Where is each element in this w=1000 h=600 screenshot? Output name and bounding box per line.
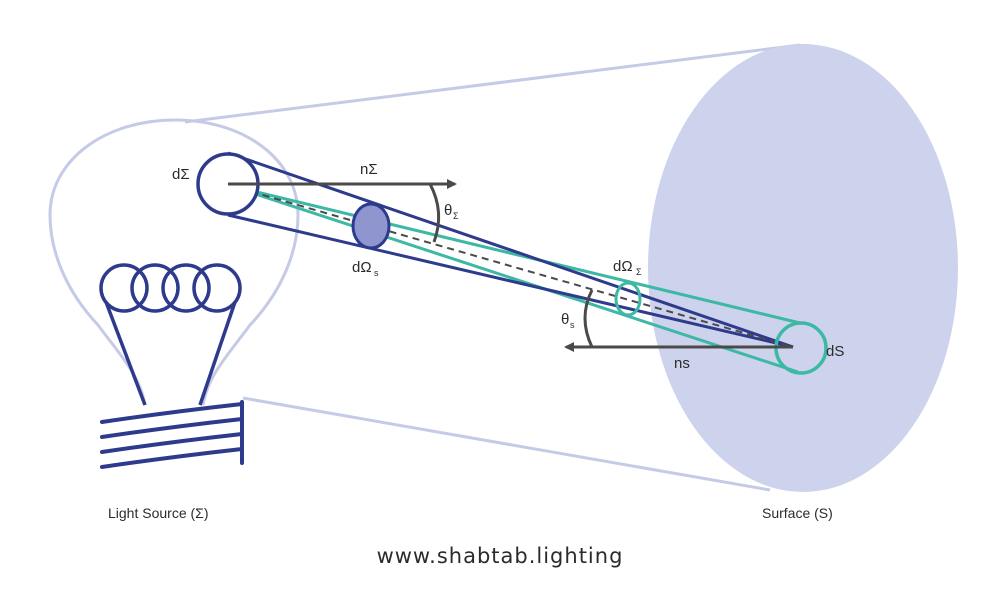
center-dashed-line bbox=[227, 184, 794, 348]
filament-coils bbox=[99, 263, 242, 406]
label-d-omega-s: dΩ bbox=[352, 259, 372, 276]
theta-s-arc bbox=[583, 289, 594, 348]
label-n-sigma: nΣ bbox=[360, 161, 378, 178]
caption-light-source: Light Source (Σ) bbox=[108, 505, 208, 521]
d-omega-s-element bbox=[351, 202, 391, 250]
caption-surface: Surface (S) bbox=[762, 505, 833, 521]
teal-cone-upper bbox=[227, 183, 801, 325]
label-d-omega-sigma: dΩ bbox=[613, 258, 633, 275]
website-url: www.shabtab.lighting bbox=[377, 544, 624, 568]
label-theta-s: θ bbox=[561, 311, 569, 328]
label-ds: dS bbox=[826, 343, 844, 360]
label-d-omega-s-sub: s bbox=[374, 268, 379, 278]
bulb-outline bbox=[48, 118, 300, 406]
theta-sigma-arc bbox=[428, 183, 441, 243]
surface-ellipse bbox=[648, 44, 958, 492]
teal-cone-lower bbox=[227, 183, 799, 374]
label-theta-sigma: θ bbox=[444, 202, 452, 219]
blue-cone-lower bbox=[227, 213, 794, 349]
label-theta-s-sub: s bbox=[570, 320, 575, 330]
label-d-sigma: dΣ bbox=[172, 166, 190, 183]
label-ns: ns bbox=[674, 355, 690, 372]
label-d-omega-sigma-sub: Σ bbox=[636, 267, 642, 277]
projection-line-bottom bbox=[242, 396, 771, 492]
projection-line-top bbox=[184, 43, 801, 124]
bulb-base bbox=[100, 400, 244, 469]
d-omega-sigma-element bbox=[614, 281, 642, 317]
label-theta-sigma-sub: Σ bbox=[453, 211, 459, 221]
